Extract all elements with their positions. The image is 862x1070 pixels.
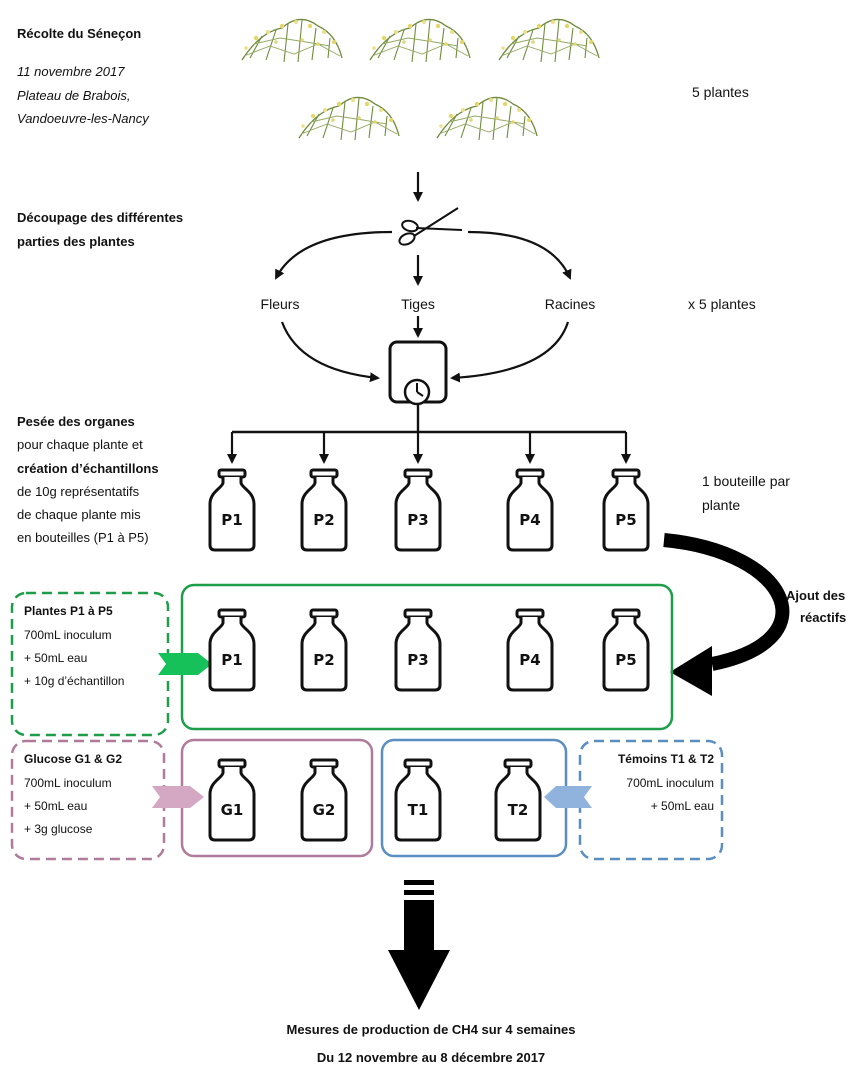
bottle-icon [300, 758, 348, 842]
glucose-recipe-line: 700mL inoculum [24, 776, 112, 790]
bottle-icon [300, 608, 348, 692]
bottle-icon [602, 468, 650, 552]
plant-icon [298, 96, 400, 141]
control-recipe-title: Témoins T1 & T2 [617, 752, 714, 766]
part-flowers: Fleurs [260, 296, 300, 312]
bottle-note-1: 1 bouteille par [702, 473, 790, 489]
scissors-icon [398, 207, 463, 246]
plant-icon [369, 18, 471, 63]
control-recipe-line: 700mL inoculum [626, 776, 714, 790]
weighing-line-4: de 10g représentatifs [17, 484, 140, 499]
control-recipe-line: + 50mL eau [650, 799, 714, 813]
measure-arrow [388, 880, 450, 1010]
bottle-icon [300, 468, 348, 552]
bottle-icon [394, 758, 442, 842]
harvest-date: 11 novembre 2017 [17, 64, 125, 79]
bottle-icon [394, 608, 442, 692]
part-roots: Racines [544, 296, 596, 312]
bottle-icon [208, 758, 256, 842]
bottle-label: P4 [519, 511, 541, 529]
bottle-label: G1 [220, 801, 244, 819]
reagents-arrow [663, 533, 790, 671]
harvest-place-1: Plateau de Brabois, [17, 88, 131, 103]
bottle-label: P2 [313, 511, 335, 529]
arrow-roots-to-scale [450, 321, 570, 383]
cutting-title-2: parties des plantes [17, 234, 135, 249]
reagents-label-2: réactifs [800, 610, 847, 625]
plants-recipe-line: + 10g d’échantillon [24, 674, 125, 688]
bottle-label: P4 [519, 651, 541, 669]
bottle-label: G2 [312, 801, 336, 819]
part-stems: Tiges [401, 296, 435, 312]
bottle-label: P1 [221, 511, 243, 529]
measure-line-2: Du 12 novembre au 8 décembre 2017 [316, 1050, 546, 1065]
control-recipe-frame [578, 739, 724, 861]
bottle-note-2: plante [702, 497, 741, 513]
weighing-line-5: de chaque plante mis [17, 507, 141, 522]
control-chevron [544, 786, 592, 808]
bottle-label: T2 [507, 801, 529, 819]
cutting-title-1: Découpage des différentes [17, 210, 184, 225]
bottle-icon [506, 608, 554, 692]
scale-icon [388, 340, 448, 406]
bottle-label: P2 [313, 651, 335, 669]
bottle-label: P5 [615, 651, 637, 669]
arrow-flowers-to-scale [280, 321, 380, 383]
plant-icon [498, 18, 600, 63]
bottle-icon [494, 758, 542, 842]
plants-recipe-title: Plantes P1 à P5 [24, 604, 113, 618]
glucose-recipe-title: Glucose G1 & G2 [24, 752, 123, 766]
plants-recipe-line: 700mL inoculum [24, 628, 112, 642]
plant-icon [436, 96, 538, 141]
plants-recipe-line: + 50mL eau [24, 651, 88, 665]
arrow-to-flowers [275, 230, 393, 280]
harvest-place-2: Vandoeuvre-les-Nancy [17, 111, 149, 126]
glucose-recipe-frame [10, 739, 166, 861]
harvest-title: Récolte du Séneçon [17, 26, 142, 41]
measure-line-1: Mesures de production de CH4 sur 4 semai… [286, 1022, 576, 1037]
plants-multiplier: x 5 plantes [688, 296, 756, 312]
bottle-label: T1 [407, 801, 429, 819]
bottle-icon [208, 608, 256, 692]
weighing-line-2: pour chaque plante et [17, 437, 143, 452]
plant-icon [241, 18, 343, 63]
bottle-label: P5 [615, 511, 637, 529]
reagents-arrowhead [670, 646, 712, 696]
bottle-label: P3 [407, 511, 429, 529]
glucose-recipe-line: + 50mL eau [24, 799, 88, 813]
plants-recipe-frame [10, 591, 170, 737]
bottle-icon [602, 608, 650, 692]
weighing-line-3: création d’échantillons [17, 461, 159, 476]
bottle-icon [394, 468, 442, 552]
bottle-icon [506, 468, 554, 552]
reagents-label-1: Ajout des [786, 588, 846, 603]
glucose-chevron [152, 786, 204, 808]
weighing-title: Pesée des organes [17, 414, 135, 429]
bottle-label: P1 [221, 651, 243, 669]
weighing-line-6: en bouteilles (P1 à P5) [17, 530, 149, 545]
plants-chevron [158, 653, 212, 675]
bottle-label: P3 [407, 651, 429, 669]
arrow-to-roots [467, 230, 572, 280]
glucose-recipe-line: + 3g glucose [24, 822, 93, 836]
harvest-count: 5 plantes [692, 84, 749, 100]
bottle-icon [208, 468, 256, 552]
